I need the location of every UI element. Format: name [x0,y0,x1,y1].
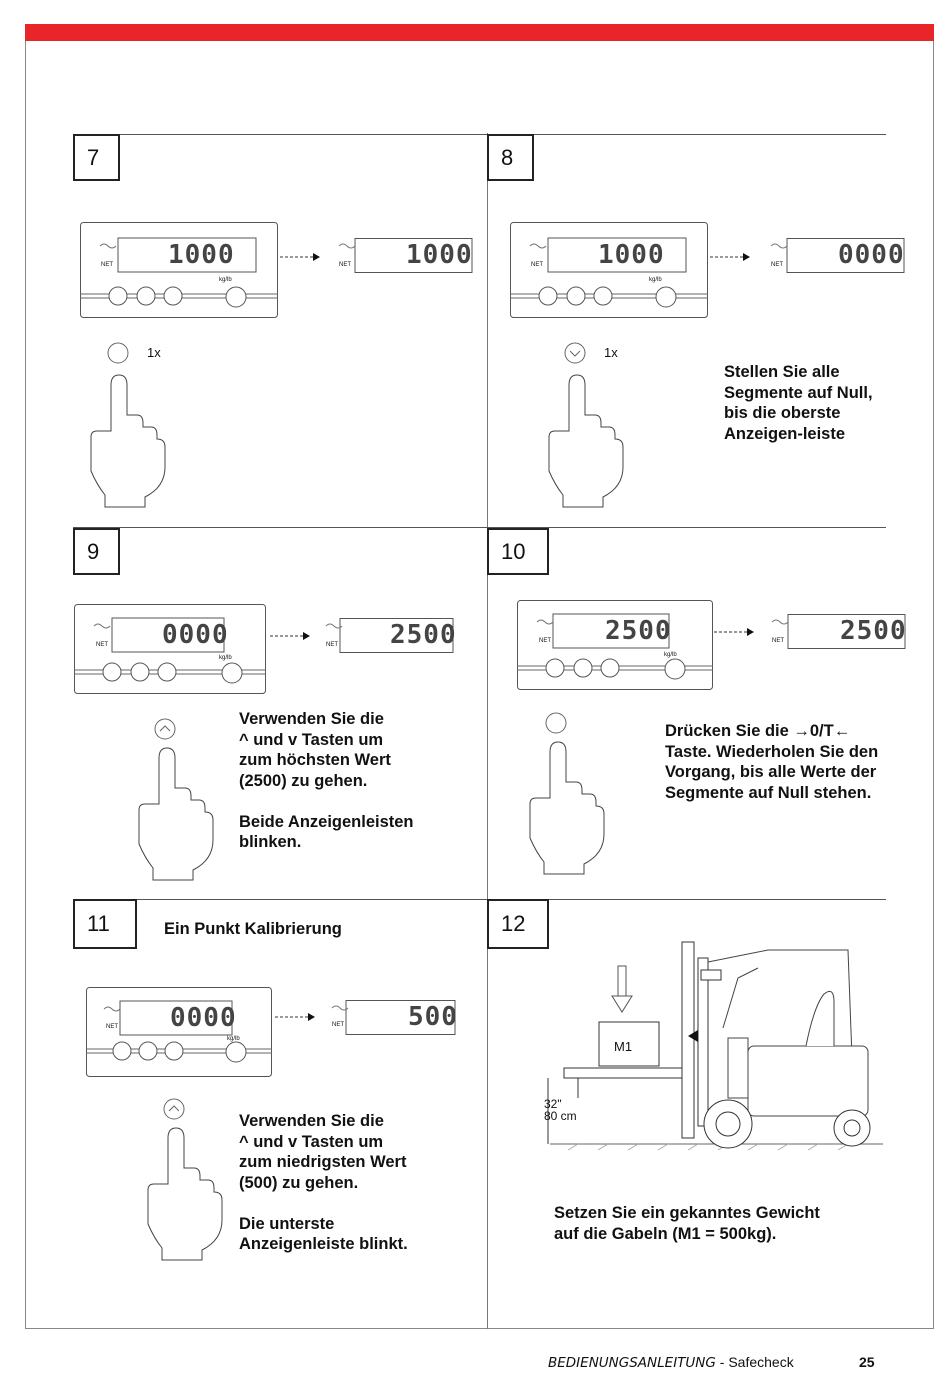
unit-label: kg/lb [219,277,232,283]
column-divider [487,133,488,1329]
weight-label: M1 [614,1039,633,1054]
net-label: NET [531,262,543,268]
footer-title: BEDIENUNGSANLEITUNG - Safecheck [548,1354,794,1371]
lcd-result-value: 0000 [838,240,905,270]
step-number-10: 10 [487,528,549,575]
instruction-text: Stellen Sie alle Segmente auf Null, bis … [724,363,873,443]
arrow-right-icon [275,1013,315,1021]
lcd-value: 2500 [605,616,672,646]
result-display [331,1000,456,1035]
lcd-result-value: 1000 [406,240,473,270]
tare-key-icon[interactable] [107,342,129,364]
header-bar [25,24,934,41]
footer-separator: - [715,1354,729,1370]
result-display [338,238,473,273]
hand-pointing-icon [138,747,214,881]
hand-pointing-icon [90,374,166,508]
net-label: NET [332,1022,344,1028]
indicator-device [80,222,278,318]
height-cm-label: 80 cm [544,1109,577,1123]
hand-pointing-icon [548,374,624,508]
unit-label: kg/lb [664,652,677,658]
instruction-text: Verwenden Sie die ^ und v Tasten um zum … [239,1112,408,1253]
section-line [73,899,886,900]
unit-label: kg/lb [649,277,662,283]
page-frame [25,41,934,1329]
lcd-value: 1000 [168,240,235,270]
indicator-device [86,987,272,1077]
instruction-text: Verwenden Sie die ^ und v Tasten um zum … [239,710,414,851]
hand-pointing-icon [529,741,605,875]
page-number: 25 [859,1354,875,1370]
forklift-illustration [547,941,883,1151]
indicator-device [510,222,708,318]
press-count: 1x [147,345,161,360]
section-line [73,527,886,528]
lcd-value: 0000 [162,620,229,650]
press-count: 1x [604,345,618,360]
result-display [770,238,905,273]
arrow-right-icon [714,628,754,636]
lcd-value: 0000 [170,1003,237,1033]
step-number-7: 7 [73,134,120,181]
net-label: NET [539,638,551,644]
net-label: NET [339,262,351,268]
zero-tare-key-icon[interactable] [545,712,567,734]
net-label: NET [106,1024,118,1030]
section-line [73,134,886,135]
instruction-text: Setzen Sie ein gekanntes Gewicht auf die… [554,1204,820,1243]
hand-pointing-icon [147,1127,223,1261]
net-label: NET [772,638,784,644]
lcd-result-value: 2500 [840,616,907,646]
arrow-right-icon [280,253,320,261]
indicator-device [517,600,713,690]
lcd-result-value: 500 [408,1002,458,1032]
instruction-text: Drücken Sie die →0/T← Taste. Wiederholen… [665,722,879,802]
product-name: Safecheck [728,1354,794,1370]
step-number-12: 12 [487,899,549,949]
net-label: NET [96,642,108,648]
lcd-result-value: 2500 [390,620,457,650]
result-display [771,614,906,649]
net-label: NET [101,262,113,268]
lcd-value: 1000 [598,240,665,270]
indicator-device [74,604,266,694]
net-label: NET [326,642,338,648]
step-number-11: 11 [73,899,137,949]
net-label: NET [771,262,783,268]
step-number-9: 9 [73,528,120,575]
arrow-right-icon [710,253,750,261]
down-key-icon[interactable] [564,342,586,364]
step-heading: Ein Punkt Kalibrierung [164,920,342,938]
up-key-icon[interactable] [154,718,176,740]
result-display [325,618,454,653]
unit-label: kg/lb [219,655,232,661]
unit-label: kg/lb [227,1036,240,1042]
step-number-8: 8 [487,134,534,181]
height-inch-label: 32" [544,1097,562,1111]
arrow-right-icon [270,632,310,640]
manual-title: BEDIENUNGSANLEITUNG [548,1355,716,1371]
up-key-icon[interactable] [163,1098,185,1120]
